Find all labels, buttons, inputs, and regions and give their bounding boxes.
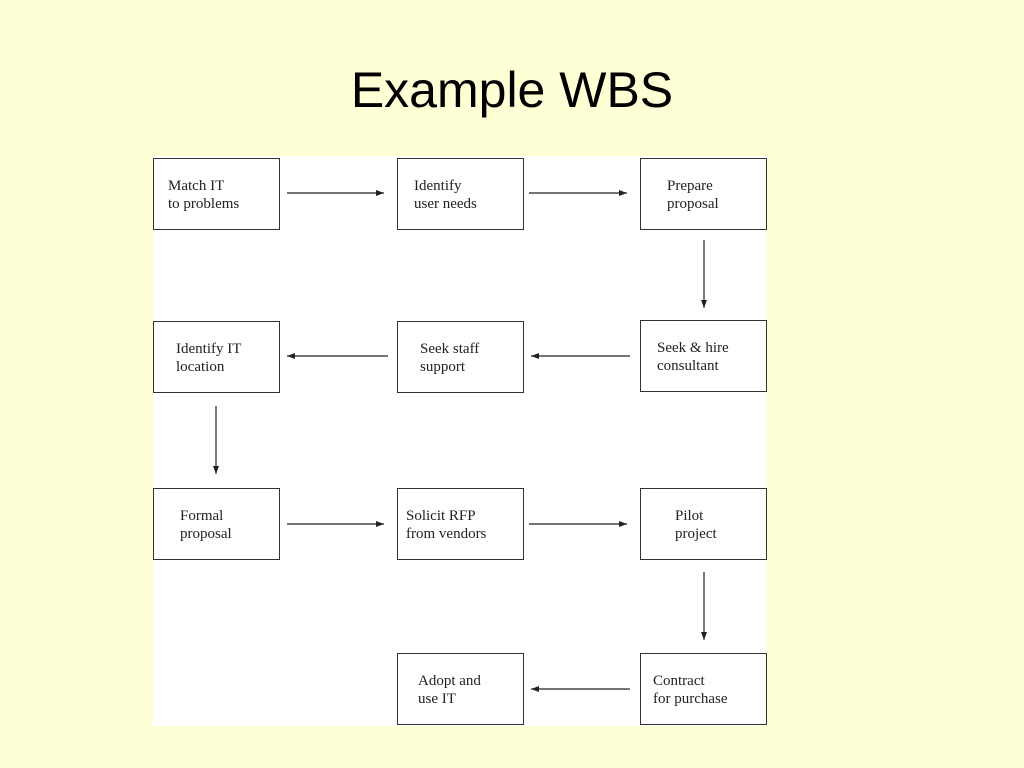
box-line: Match IT: [168, 178, 225, 194]
box-line: Seek & hire: [657, 340, 729, 356]
box-line: for purchase: [653, 691, 728, 707]
box-line: Contract: [653, 673, 705, 689]
box-match-it: Match IT to problems: [153, 158, 280, 230]
box-seek-hire-consultant: Seek & hire consultant: [640, 320, 767, 392]
box-line: project: [675, 526, 717, 542]
connector-layer: [213, 190, 707, 692]
slide-title: Example WBS: [350, 62, 674, 118]
box-line: to problems: [168, 196, 240, 212]
box-seek-staff-support: Seek staff support: [397, 321, 524, 393]
box-pilot-project: Pilot project: [640, 488, 767, 560]
box-line: Solicit RFP: [406, 508, 476, 524]
box-adopt-and-use-it: Adopt and use IT: [397, 653, 524, 725]
box-contract-for-purchase: Contract for purchase: [640, 653, 767, 725]
box-prepare-proposal: Prepare proposal: [640, 158, 767, 230]
box-line: Prepare: [667, 178, 713, 194]
wbs-diagram: Match IT to problems Identify user needs…: [153, 156, 767, 726]
box-solicit-rfp: Solicit RFP from vendors: [397, 488, 524, 560]
box-line: location: [176, 359, 225, 375]
box-line: use IT: [418, 691, 456, 707]
box-line: Formal: [180, 508, 224, 524]
box-line: proposal: [667, 196, 719, 212]
box-line: consultant: [657, 358, 719, 374]
box-line: from vendors: [406, 526, 487, 542]
box-formal-proposal: Formal proposal: [153, 488, 280, 560]
box-line: Identify IT: [176, 341, 242, 357]
box-identify-it-location: Identify IT location: [153, 321, 280, 393]
box-line: support: [420, 359, 465, 375]
box-line: user needs: [414, 196, 477, 212]
box-line: Identify: [414, 178, 462, 194]
box-line: Seek staff: [420, 341, 480, 357]
box-line: Adopt and: [418, 673, 481, 689]
box-line: Pilot: [675, 508, 704, 524]
box-line: proposal: [180, 526, 232, 542]
box-identify-user-needs: Identify user needs: [397, 158, 524, 230]
